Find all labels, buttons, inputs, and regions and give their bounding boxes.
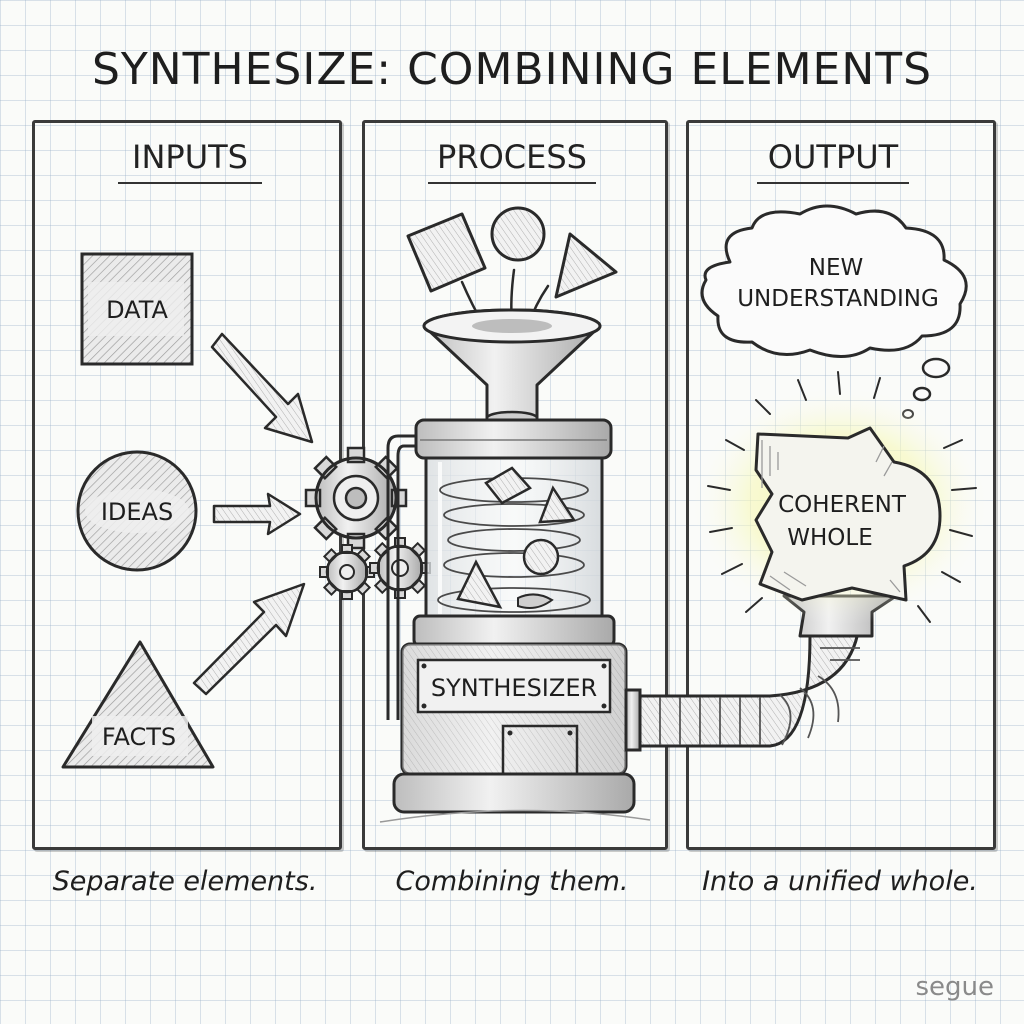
coherent-line-2: WHOLE [787, 525, 873, 551]
arrow-from-data-icon [210, 332, 314, 444]
process-heading: PROCESS [428, 138, 596, 184]
small-gear-right-icon [369, 537, 431, 599]
ideas-circle-icon [76, 450, 198, 572]
thought-line-2: UNDERSTANDING [737, 286, 939, 312]
ideas-label: IDEAS [101, 498, 173, 526]
arrow-from-ideas-icon [212, 492, 302, 536]
glow-rays-icon [707, 371, 977, 623]
coherent-whole-shape [754, 426, 942, 602]
thought-cloud-icon [700, 204, 968, 419]
thought-line-1: NEW [809, 255, 863, 281]
inputs-caption: Separate elements. [52, 866, 318, 897]
facts-triangle-icon [61, 640, 215, 769]
coherent-line-1: COHERENT [778, 492, 907, 518]
output-heading: OUTPUT [757, 138, 909, 184]
glass-chamber [424, 456, 604, 620]
synthesizer-label: SYNTHESIZER [431, 674, 597, 702]
falling-square-icon [406, 212, 487, 293]
page-title: SYNTHESIZE: COMBINING ELEMENTS [91, 44, 933, 95]
watermark: segue [915, 972, 994, 1002]
falling-circle-icon [490, 206, 546, 262]
side-pipe-icon [386, 434, 416, 720]
output-caption: Into a unified whole. [702, 866, 978, 897]
machine-lid [414, 418, 613, 460]
arrow-from-facts-icon [192, 582, 306, 696]
machine-base [379, 614, 651, 823]
inputs-heading: INPUTS [118, 138, 262, 184]
data-square-icon [80, 252, 194, 366]
output-panel [686, 120, 996, 850]
process-caption: Combining them. [395, 866, 629, 897]
falling-triangle-icon [554, 232, 618, 299]
large-gear-icon [304, 446, 408, 550]
small-gear-left-icon [319, 544, 375, 600]
data-label: DATA [106, 296, 168, 324]
facts-label: FACTS [102, 723, 176, 751]
funnel-icon [422, 308, 602, 426]
